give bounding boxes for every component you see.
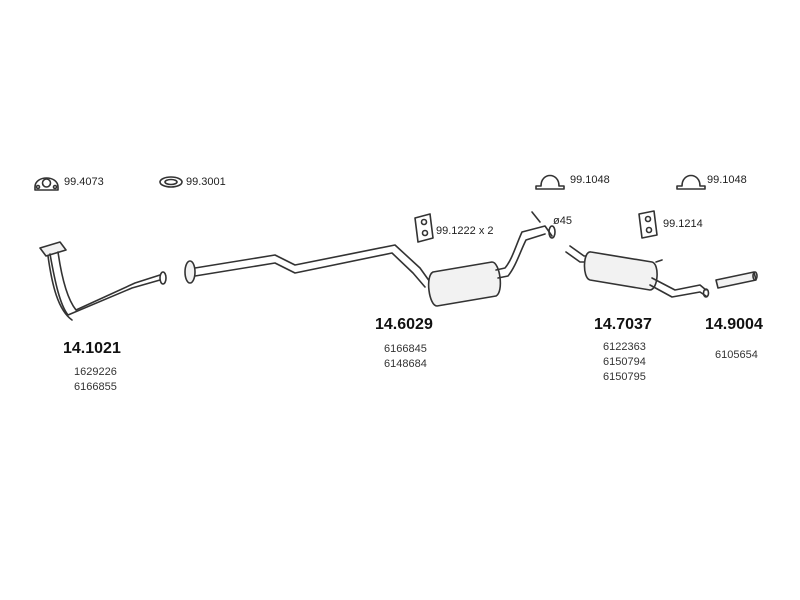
oem-list: 6166845 6148684 (384, 342, 427, 372)
tail-pipe-drawing (715, 271, 758, 289)
rear-silencer-drawing (565, 245, 710, 298)
oem-number: 6122363 (603, 341, 646, 353)
middle-pipe-drawing (184, 211, 556, 307)
oem-number: 1629226 (74, 366, 117, 378)
part-number: 14.6029 (375, 316, 433, 333)
oem-number: 6148684 (384, 358, 427, 370)
diameter-note: ø45 (553, 215, 572, 227)
accessory-code: 99.1048 (707, 174, 747, 186)
oem-list: 6122363 6150794 6150795 (603, 340, 646, 385)
accessory-code: 99.3001 (186, 176, 226, 188)
rubber-mount-icon (638, 210, 658, 239)
accessory-code: 99.1222 x 2 (436, 225, 494, 237)
part-number: 14.7037 (594, 316, 652, 333)
clamp-icon (535, 174, 565, 190)
front-pipe-drawing (39, 241, 167, 321)
oem-number: 6105654 (715, 349, 758, 361)
flange-gasket-icon (34, 177, 59, 191)
oem-number: 6150795 (603, 371, 646, 383)
part-number: 14.9004 (705, 316, 763, 333)
part-number: 14.1021 (63, 340, 121, 357)
clamp-icon (676, 174, 706, 190)
oem-number: 6166855 (74, 381, 117, 393)
oem-list: 6105654 (715, 348, 758, 363)
oem-number: 6150794 (603, 356, 646, 368)
ring-gasket-icon (159, 176, 183, 188)
accessory-code: 99.1048 (570, 174, 610, 186)
oem-list: 1629226 6166855 (74, 365, 117, 395)
accessory-code: 99.1214 (663, 218, 703, 230)
rubber-mount-icon (414, 213, 434, 243)
oem-number: 6166845 (384, 343, 427, 355)
accessory-code: 99.4073 (64, 176, 104, 188)
